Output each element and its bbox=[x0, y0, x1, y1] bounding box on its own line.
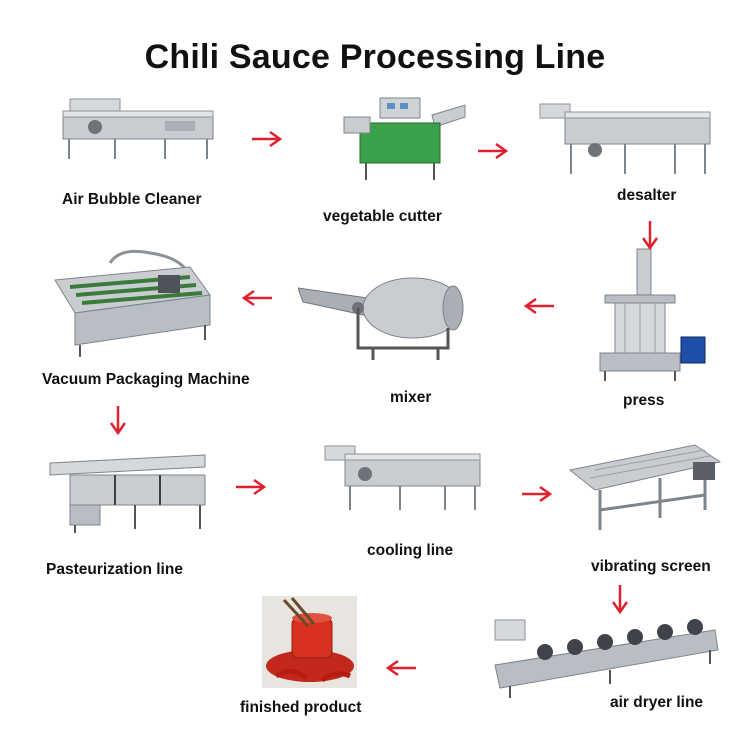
step-label-press: press bbox=[623, 392, 665, 409]
step-label-desalter: desalter bbox=[617, 187, 677, 204]
arrow-right-icon bbox=[236, 478, 267, 496]
air-bubble-cleaner-image bbox=[62, 98, 214, 159]
air-dryer-line-image bbox=[494, 619, 719, 698]
arrow-left-icon bbox=[385, 659, 416, 677]
vegetable-cutter-image bbox=[343, 97, 466, 180]
step-label-vegetable-cutter: vegetable cutter bbox=[323, 208, 442, 225]
desalter-image bbox=[539, 103, 711, 174]
cooling-line-image bbox=[324, 445, 481, 510]
step-label-finished-product: finished product bbox=[240, 699, 362, 716]
step-label-vacuum-packaging-machine: Vacuum Packaging Machine bbox=[42, 371, 250, 388]
arrow-left-icon bbox=[241, 289, 272, 307]
step-label-air-bubble-cleaner: Air Bubble Cleaner bbox=[62, 191, 202, 208]
press-image bbox=[599, 248, 706, 381]
arrow-right-icon bbox=[252, 130, 283, 148]
arrow-left-icon bbox=[523, 297, 554, 315]
step-label-air-dryer-line: air dryer line bbox=[610, 694, 704, 711]
finished-product-image bbox=[262, 596, 357, 688]
arrow-right-icon bbox=[522, 485, 553, 503]
arrow-down-icon bbox=[611, 585, 629, 615]
step-label-cooling-line: cooling line bbox=[367, 542, 454, 559]
arrow-down-icon bbox=[109, 406, 127, 436]
step-label-mixer: mixer bbox=[390, 389, 432, 406]
mixer-image bbox=[298, 277, 464, 360]
pasteurization-line-image bbox=[49, 454, 206, 533]
arrow-right-icon bbox=[478, 142, 509, 160]
vacuum-packaging-machine-image bbox=[54, 249, 211, 357]
vibrating-screen-image bbox=[568, 444, 722, 530]
step-label-pasteurization-line: Pasteurization line bbox=[46, 561, 183, 578]
arrow-down-icon bbox=[641, 221, 659, 251]
diagram-title: Chili Sauce Processing Line bbox=[144, 38, 606, 76]
step-label-vibrating-screen: vibrating screen bbox=[591, 558, 711, 575]
